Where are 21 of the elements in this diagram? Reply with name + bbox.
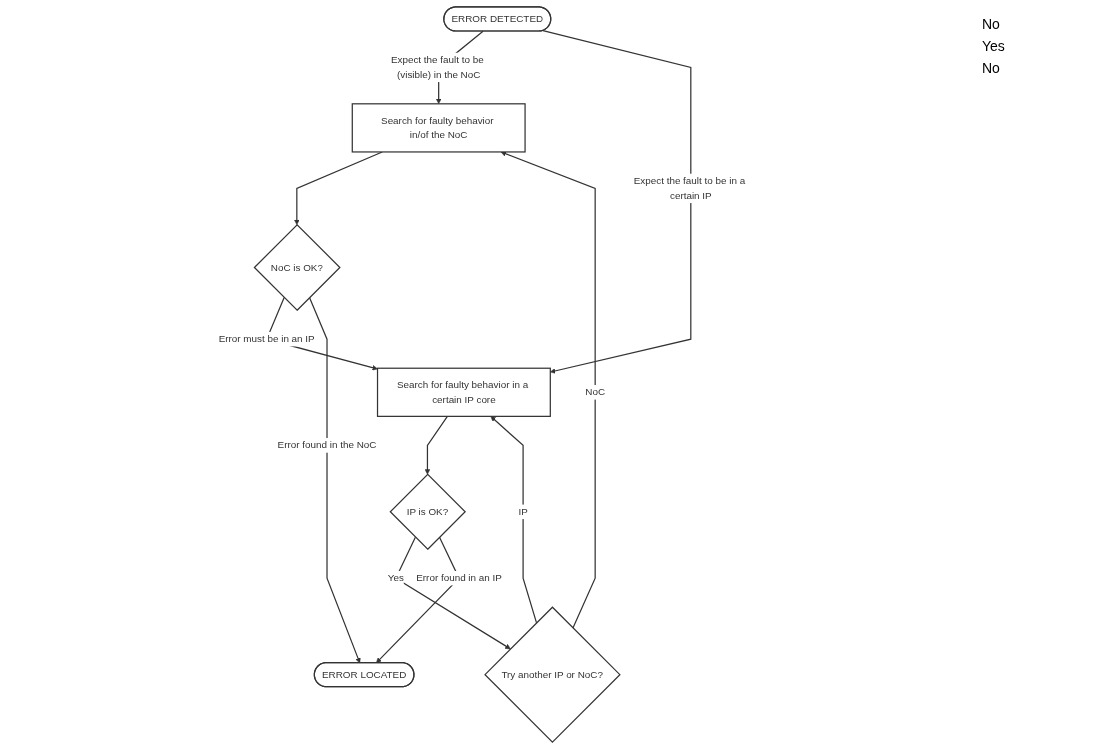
arrow xyxy=(501,151,597,629)
edge-label: IP xyxy=(518,506,529,517)
edge-label: Expect the fault to be in a certain IP xyxy=(634,175,746,201)
arrow xyxy=(490,416,538,624)
note-text: No xyxy=(982,60,1001,76)
arrow xyxy=(542,30,692,374)
note-text: No xyxy=(982,16,1001,32)
node-diamond: Try another IP or NoC? xyxy=(484,606,622,743)
edge-label: Error must be in an IP xyxy=(219,333,316,345)
arrow xyxy=(425,415,449,475)
node-box: Search for faulty behavior in/of the NoC xyxy=(352,103,527,153)
edge-label: Error found in an IP xyxy=(416,572,503,584)
note-text: Yes xyxy=(982,38,1006,54)
edge-label: NoC xyxy=(585,386,606,398)
arrow xyxy=(309,296,361,664)
edge-label: Error found in the NoC xyxy=(278,439,377,451)
node-diamond: NoC is OK? xyxy=(253,223,342,312)
node-box: Search for faulty behavior in a certain IP core xyxy=(377,367,552,417)
node-diamond: IP is OK? xyxy=(389,473,467,551)
edge-label: Yes xyxy=(388,572,405,584)
edge-label: Expect the fault to be (visible) in the NoC xyxy=(391,54,485,80)
